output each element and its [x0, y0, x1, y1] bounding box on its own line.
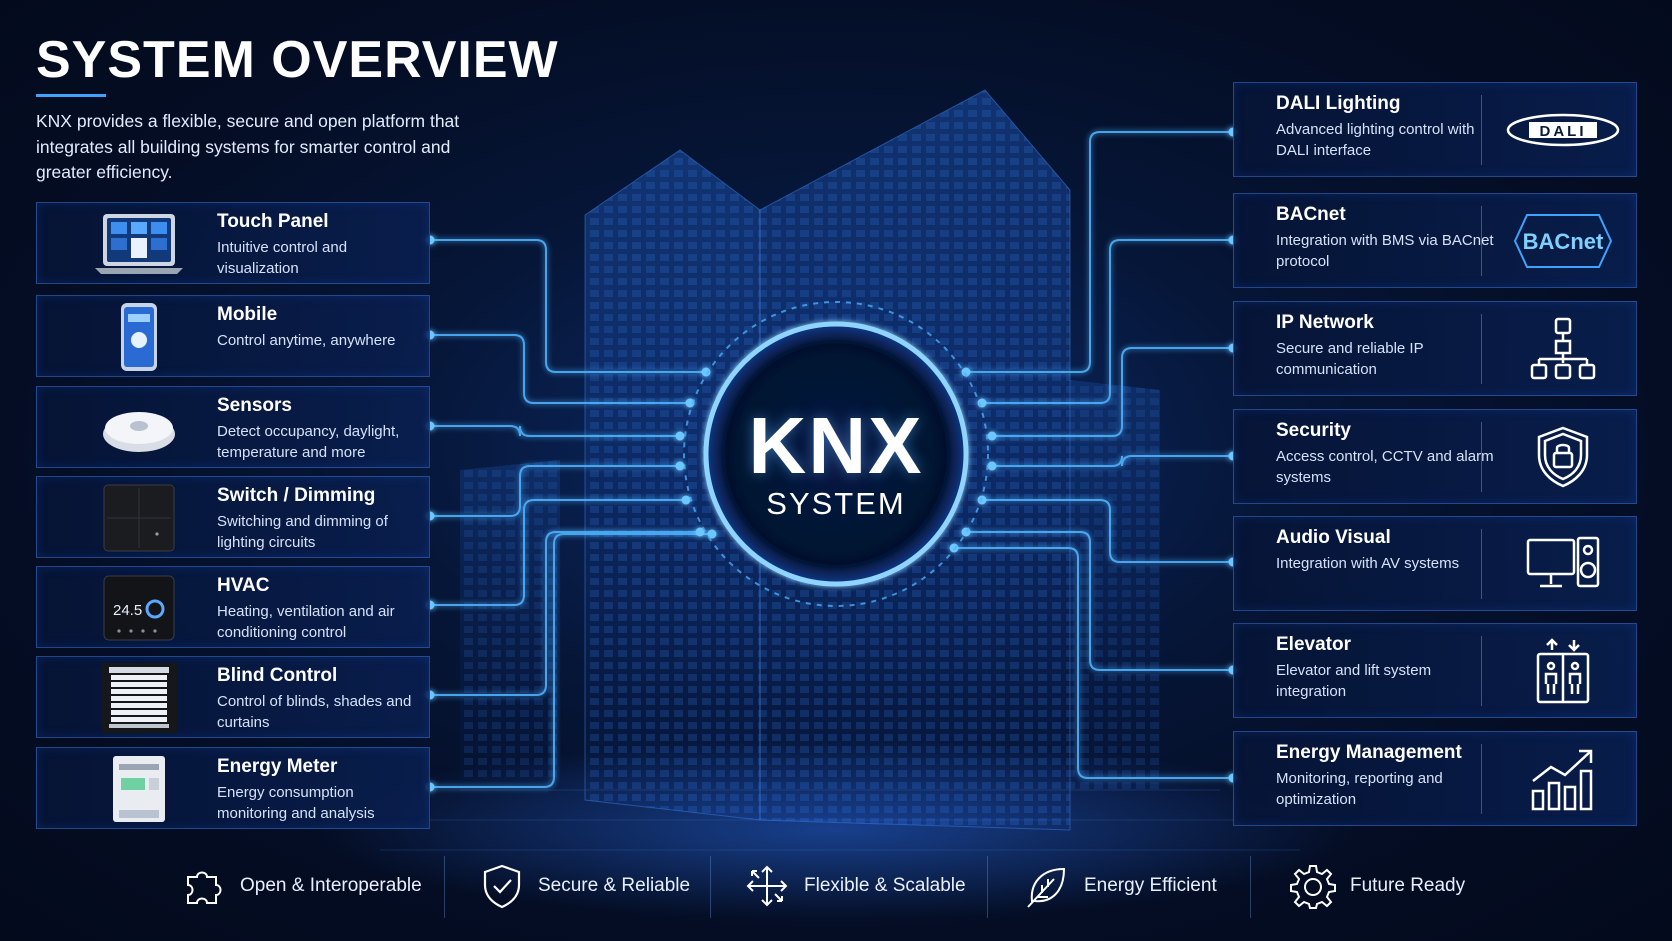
system-card-dali-lighting[interactable]: DALI Lighting Advanced lighting control … [1233, 82, 1637, 177]
monitor-speaker-icon [1494, 523, 1632, 605]
card-divider [1481, 636, 1482, 706]
system-card-bacnet[interactable]: BACnet Integration with BMS via BACnet p… [1233, 193, 1637, 288]
thermostat-image: 24.5 [45, 573, 233, 643]
system-desc: Integration with BMS via BACnet protocol [1276, 232, 1494, 270]
device-card-energy-meter[interactable]: Energy Meter Energy consumption monitori… [36, 747, 430, 829]
feature-open-interoperable: Open & Interoperable [180, 846, 422, 926]
svg-text:DALI: DALI [1540, 123, 1587, 140]
feature-label: Secure & Reliable [538, 875, 691, 896]
system-name: Energy Management [1276, 742, 1462, 763]
device-card-switch-dimming[interactable]: Switch / Dimming Switching and dimming o… [36, 476, 430, 558]
system-name: DALI Lighting [1276, 93, 1401, 114]
device-name: HVAC [217, 575, 270, 596]
device-desc: Energy consumption monitoring and analys… [217, 784, 375, 822]
growth-chart-icon [1494, 738, 1632, 820]
feature-label: Future Ready [1350, 875, 1466, 896]
energy-meter-image [45, 754, 233, 824]
device-desc: Control anytime, anywhere [217, 332, 396, 349]
hub-title: KNX [748, 401, 924, 490]
ceiling-sensor-image [45, 393, 233, 463]
feature-future-ready: Future Ready [1290, 846, 1465, 926]
card-divider [1481, 206, 1482, 276]
device-name: Touch Panel [217, 211, 329, 232]
network-topology-icon [1494, 308, 1632, 390]
feature-label: Open & Interoperable [240, 875, 422, 896]
system-card-elevator[interactable]: Elevator Elevator and lift system integr… [1233, 623, 1637, 718]
device-card-sensors[interactable]: Sensors Detect occupancy, daylight, temp… [36, 386, 430, 468]
system-card-energy-management[interactable]: Energy Management Monitoring, reporting … [1233, 731, 1637, 826]
wall-switch-image [45, 483, 233, 553]
device-card-mobile[interactable]: Mobile Control anytime, anywhere [36, 295, 430, 377]
system-name: IP Network [1276, 312, 1374, 333]
feature-energy-efficient: Energy Efficient [1024, 846, 1217, 926]
system-desc: Elevator and lift system integration [1276, 662, 1432, 700]
device-card-hvac[interactable]: 24.5 HVAC Heating, ventilation and air c… [36, 566, 430, 648]
system-name: BACnet [1276, 204, 1346, 225]
system-desc: Monitoring, reporting and optimization [1276, 770, 1443, 808]
shield-check-icon [483, 864, 521, 909]
shield-lock-icon [1494, 416, 1632, 498]
device-name: Energy Meter [217, 756, 338, 777]
system-card-ip-network[interactable]: IP Network Secure and reliable IP commun… [1233, 301, 1637, 396]
expand-arrows-icon [746, 865, 788, 907]
feature-label: Flexible & Scalable [804, 875, 966, 896]
card-divider [1481, 95, 1482, 165]
system-desc: Advanced lighting control with DALI inte… [1276, 121, 1475, 159]
bacnet-logo: BACnet [1494, 200, 1632, 282]
device-name: Sensors [217, 395, 292, 416]
system-name: Audio Visual [1276, 527, 1391, 548]
device-name: Blind Control [217, 665, 338, 686]
device-desc: Switching and dimming of lighting circui… [217, 513, 388, 551]
card-divider [1481, 422, 1482, 492]
svg-text:BACnet: BACnet [1523, 229, 1604, 254]
system-name: Elevator [1276, 634, 1351, 655]
feature-separator [444, 856, 445, 918]
device-desc: Detect occupancy, daylight, temperature … [217, 423, 400, 461]
touch-panel-image [45, 209, 233, 279]
gear-icon [1290, 865, 1336, 909]
system-card-security[interactable]: Security Access control, CCTV and alarm … [1233, 409, 1637, 504]
feature-separator [710, 856, 711, 918]
system-desc: Integration with AV systems [1276, 555, 1460, 572]
system-card-audio-visual[interactable]: Audio Visual Integration with AV systems [1233, 516, 1637, 611]
device-desc: Control of blinds, shades and curtains [217, 693, 412, 731]
title-underline [36, 94, 106, 97]
device-card-touch-panel[interactable]: Touch Panel Intuitive control and visual… [36, 202, 430, 284]
thermostat-reading: 24.5 [113, 602, 142, 619]
feature-separator [987, 856, 988, 918]
system-name: Security [1276, 420, 1351, 441]
window-blind-image [45, 663, 233, 733]
features-bar: Open & Interoperable Secure & Reliable F… [0, 846, 1672, 926]
dali-logo: DALI [1494, 89, 1632, 171]
smartphone-image [45, 302, 233, 372]
feature-label: Energy Efficient [1084, 875, 1217, 896]
card-divider [1481, 744, 1482, 814]
feature-separator [1250, 856, 1251, 918]
feature-flexible-scalable: Flexible & Scalable [744, 846, 966, 926]
device-desc: Intuitive control and visualization [217, 239, 348, 277]
device-name: Mobile [217, 304, 278, 325]
card-divider [1481, 314, 1482, 384]
elevator-icon [1494, 630, 1632, 712]
leaf-icon [1027, 867, 1066, 908]
intro-text: KNX provides a flexible, secure and open… [36, 111, 460, 182]
system-desc: Secure and reliable IP communication [1276, 340, 1424, 378]
puzzle-icon [187, 871, 222, 904]
card-divider [1481, 529, 1482, 599]
device-card-blind-control[interactable]: Blind Control Control of blinds, shades … [36, 656, 430, 738]
page-title: SYSTEM OVERVIEW [36, 31, 559, 89]
feature-secure-reliable: Secure & Reliable [480, 846, 690, 926]
system-desc: Access control, CCTV and alarm systems [1276, 448, 1494, 486]
device-desc: Heating, ventilation and air conditionin… [217, 603, 395, 641]
hub-subtitle: SYSTEM [766, 486, 906, 521]
device-name: Switch / Dimming [217, 485, 376, 506]
